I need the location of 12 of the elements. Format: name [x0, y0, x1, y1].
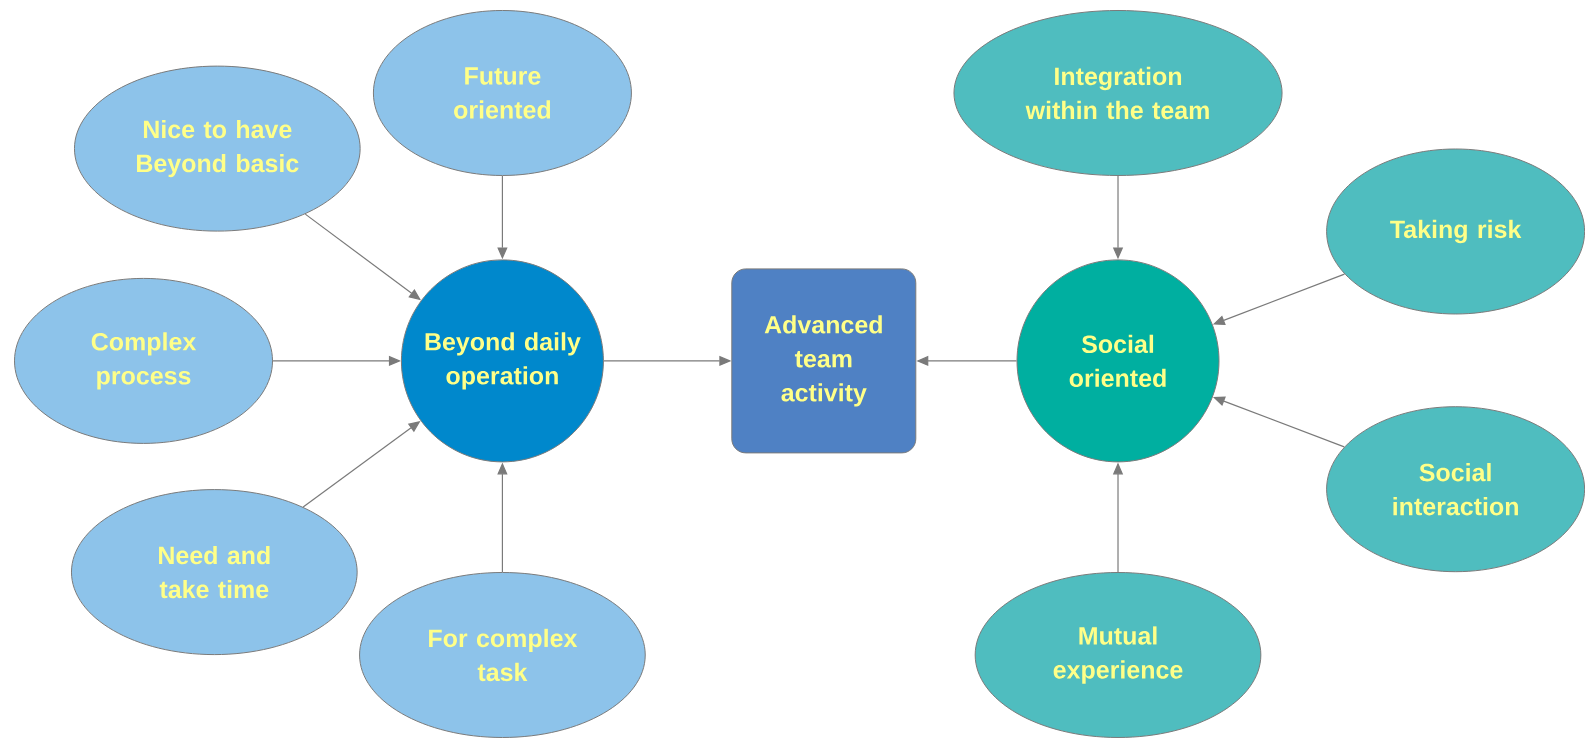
ellipse-node: Integration within the team — [953, 10, 1283, 176]
ellipse-node: Social interaction — [1326, 406, 1585, 573]
ellipse-node: Need and take time — [71, 489, 358, 656]
ellipse-node: Future oriented — [372, 10, 632, 176]
circle-node: Beyond daily operation — [400, 259, 604, 463]
ellipse-node: Taking risk — [1326, 148, 1585, 315]
ellipse-node: Mutual experience — [974, 572, 1262, 738]
ellipse-node: Complex process — [14, 277, 273, 444]
ellipse-node: For complex task — [359, 572, 646, 738]
circle-node: Social oriented — [1016, 259, 1220, 463]
ellipse-node: Nice to have Beyond basic — [74, 65, 361, 232]
rounded-box: Advanced team activity — [731, 268, 917, 454]
